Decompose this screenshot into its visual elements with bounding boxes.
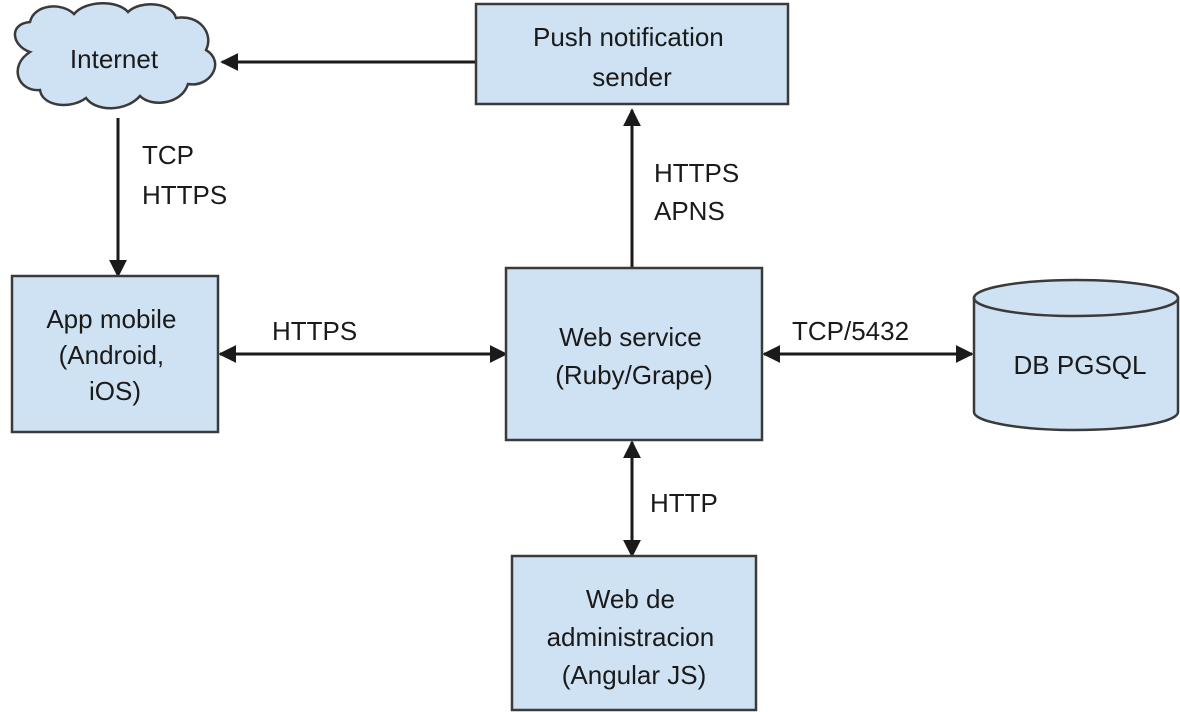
node-label: Web service (Ruby/Grape) [555,322,713,390]
edge-label-line: HTTPS [654,158,739,188]
edge-label-internet-app: TCP HTTPS [142,140,227,210]
node-label-line: Web service [559,322,702,352]
node-box [10,274,220,434]
edges [109,53,974,558]
node-app-mobile: App mobile (Android, iOS) [10,274,220,434]
cloud-shape [13,2,217,110]
edge-label-line: HTTPS [142,180,227,210]
edge-label-ws-db: TCP/5432 [792,316,909,346]
node-internet: Internet [13,2,217,110]
node-web-service: Web service (Ruby/Grape) [504,266,764,442]
node-label-line: Web de [586,584,675,614]
node-label-line: App mobile [46,304,176,334]
edge-labels: TCP HTTPS HTTPS APNS HTTPS TCP/5432 HTTP [142,140,909,518]
node-label-line: administracion [547,622,715,652]
cylinder-top [972,278,1180,318]
edge-label-line: APNS [654,196,725,226]
node-label: Internet [70,44,159,74]
node-box [474,2,790,106]
node-label: Web de administracion (Angular JS) [547,584,722,690]
node-label-line: (Android, [59,340,165,370]
node-label: App mobile (Android, iOS) [46,304,183,406]
cylinder-body [972,296,1180,432]
node-label-line: Push notification [533,22,724,52]
node-box [504,266,764,442]
edge-label-ws-push: HTTPS APNS [654,158,746,226]
edge-label-app-ws: HTTPS [272,316,357,346]
node-label-line: (Angular JS) [562,660,707,690]
node-label: DB PGSQL [1014,350,1147,380]
node-web-administracion: Web de administracion (Angular JS) [510,554,758,712]
node-label: Push notification sender [533,22,731,92]
node-label-line: iOS) [89,376,141,406]
node-push-notification-sender: Push notification sender [474,2,790,106]
edge-label-ws-admin: HTTP [650,488,718,518]
edge-label-line: TCP [142,140,194,170]
node-db-pgsql: DB PGSQL [972,278,1180,432]
node-label-line: (Ruby/Grape) [555,360,713,390]
node-label-line: sender [592,62,672,92]
node-box [510,554,758,712]
